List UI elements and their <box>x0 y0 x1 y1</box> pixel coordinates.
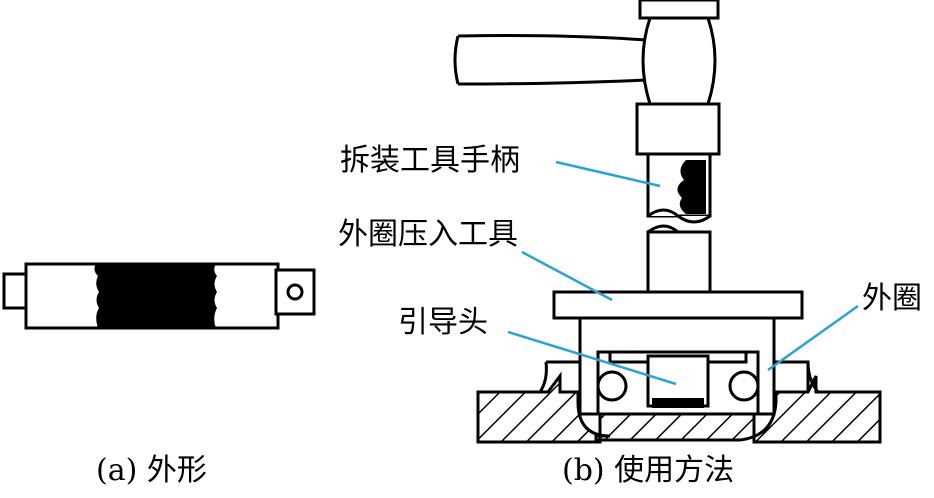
tool-external-view <box>2 262 316 330</box>
label-outer-ring: 外圈 <box>862 281 922 316</box>
leader-guide-head <box>507 330 677 386</box>
leader-handle <box>555 160 661 188</box>
housing <box>476 360 882 444</box>
leader-press-tool <box>521 250 613 302</box>
tool-handle <box>635 102 721 294</box>
hammer <box>453 0 720 106</box>
label-press-tool: 外圈压入工具 <box>338 217 518 252</box>
label-handle: 拆装工具手柄 <box>340 143 520 178</box>
bearing <box>596 350 760 416</box>
leader-outer-ring <box>767 304 859 372</box>
leader-lines <box>507 160 859 386</box>
label-guide-head: 引导头 <box>398 305 488 340</box>
caption-a: (a) 外形 <box>96 453 207 488</box>
caption-b: (b) 使用方法 <box>562 453 735 488</box>
